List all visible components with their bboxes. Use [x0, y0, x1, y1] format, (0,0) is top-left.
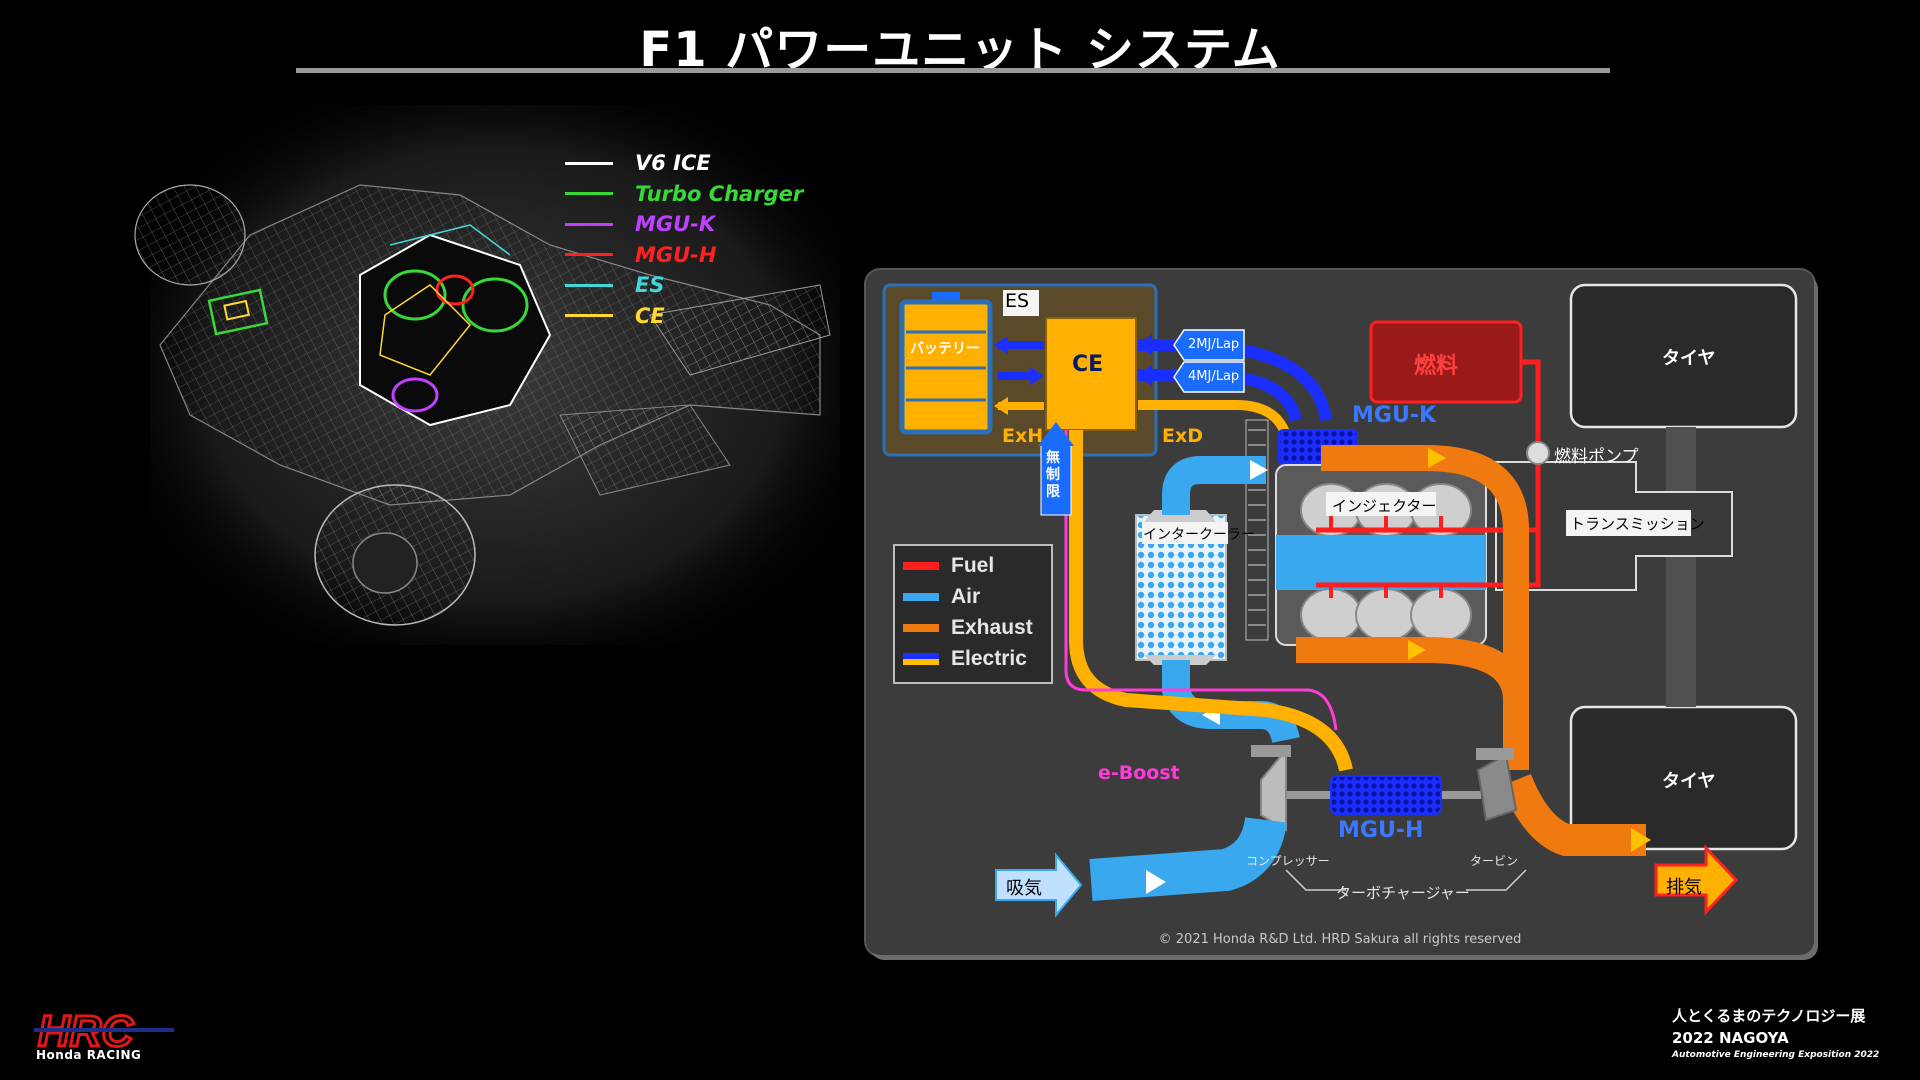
flow-legend-item: Electric — [903, 647, 1027, 671]
legend-label: V6 ICE — [635, 151, 711, 176]
fuel-pump-label: 燃料ポンプ — [1554, 447, 1639, 467]
unlimited-label: 無制限 — [1046, 450, 1060, 500]
tyre-bottom-label: タイヤ — [1662, 771, 1716, 792]
copyright-text: © 2021 Honda R&D Ltd. HRD Sakura all rig… — [1158, 932, 1522, 947]
legend-label: MGU-K — [635, 212, 716, 237]
mgu-k-label: MGU-K — [1352, 403, 1436, 428]
flow-legend-label: Exhaust — [951, 616, 1033, 639]
title-divider — [296, 68, 1610, 73]
axle — [1666, 427, 1696, 707]
hrc-logo: HRC — [34, 1008, 174, 1052]
injector-label-bg — [1326, 492, 1436, 516]
legend-line-swatch — [565, 253, 613, 257]
eboost-label: e-Boost — [1098, 762, 1180, 784]
es-label: ES — [1005, 290, 1030, 312]
ce-unit — [1045, 317, 1137, 431]
legend-line-swatch — [565, 192, 613, 196]
flow-4mj-label: 4MJ/Lap — [1188, 369, 1240, 384]
flow-legend-swatch — [903, 653, 939, 665]
expo-subtitle: Automotive Engineering Exposition 2022 — [1672, 1050, 1880, 1060]
expo-location: 2022 NAGOYA — [1672, 1029, 1789, 1047]
legend-line-swatch — [565, 283, 613, 287]
intake-arrow — [995, 852, 1083, 918]
expo-title: 人とくるまのテクノロジー展 — [1672, 1007, 1866, 1025]
flow-legend-item: Exhaust — [903, 616, 1033, 640]
ce-label: CE — [1072, 352, 1104, 377]
compressor-label: コンプレッサー — [1246, 854, 1330, 868]
injector-label: インジェクター — [1332, 497, 1437, 515]
intercooler-label: インタークーラー — [1143, 527, 1255, 543]
car-wireframe-illustration — [134, 105, 840, 645]
component-legend-item: ES — [565, 270, 803, 301]
mgu-h-unit — [1330, 775, 1442, 815]
component-legend-item: Turbo Charger — [565, 179, 803, 210]
mgu-h-label: MGU-H — [1338, 818, 1424, 843]
tyre-top-label: タイヤ — [1662, 348, 1716, 369]
legend-label: MGU-H — [635, 242, 717, 267]
legend-line-swatch — [565, 161, 613, 165]
es-label-bg — [1003, 290, 1039, 316]
transmission-label: トランスミッション — [1570, 515, 1705, 533]
turbine-label: タービン — [1470, 854, 1519, 868]
legend-line-swatch — [565, 222, 613, 226]
flow-legend-label: Air — [951, 585, 981, 608]
flow-legend-label: Fuel — [951, 554, 995, 577]
honda-racing-text: Honda RACING — [36, 1048, 142, 1062]
component-legend-item: CE — [565, 301, 803, 332]
exhaust-out-arrow — [1654, 844, 1739, 916]
flow-legend-swatch — [903, 624, 939, 632]
transmission-label-bg — [1566, 510, 1691, 536]
battery-label: バッテリー — [910, 341, 980, 357]
legend-label: Turbo Charger — [635, 181, 804, 206]
exd-label: ExD — [1162, 425, 1204, 447]
fuel-label: 燃料 — [1414, 354, 1459, 379]
exhaust-out-label: 排気 — [1666, 877, 1702, 898]
compressor — [1260, 747, 1287, 832]
power-unit-system-diagram: ES バッテリー CE ExH ExD 2MJ/Lap 4MJ/Lap 無制限 … — [866, 270, 1814, 955]
flow-legend-item: Fuel — [903, 554, 994, 578]
component-legend-item: V6 ICE — [565, 148, 803, 179]
system-flow-diagram — [882, 283, 1798, 918]
legend-label: ES — [635, 273, 665, 298]
flow-legend-swatch — [903, 562, 939, 570]
flow-2mj-label: 2MJ/Lap — [1188, 337, 1240, 352]
flow-legend-label: Electric — [951, 647, 1027, 670]
flow-legend-item: Air — [903, 585, 980, 609]
turbocharger-label: ターボチャージャー — [1336, 884, 1470, 902]
fuel-pump-icon — [1526, 441, 1550, 465]
component-legend-item: MGU-K — [565, 209, 803, 240]
exh-label: ExH — [1002, 425, 1044, 447]
component-legend-item: MGU-H — [565, 240, 803, 271]
expo-branding: 人とくるまのテクノロジー展 2022 NAGOYA Automotive Eng… — [1672, 1005, 1882, 1060]
air-plenum — [1276, 535, 1486, 590]
flow-legend-swatch — [903, 593, 939, 601]
legend-label: CE — [635, 303, 665, 328]
legend-line-swatch — [565, 314, 613, 318]
intake-label: 吸気 — [1006, 878, 1042, 899]
